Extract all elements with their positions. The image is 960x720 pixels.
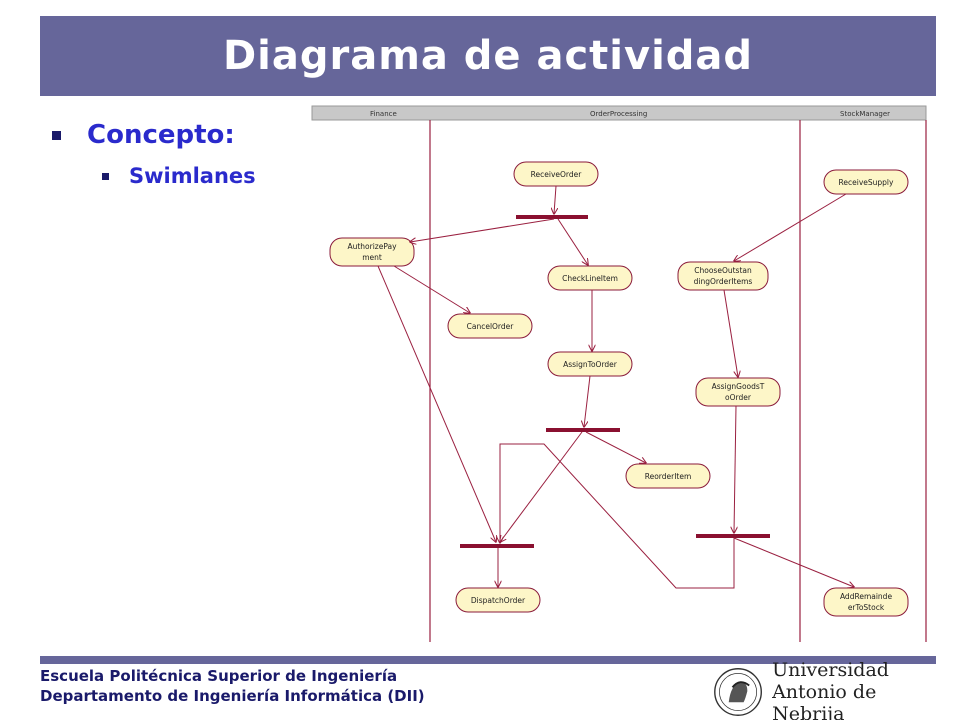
- footer-text: Escuela Politécnica Superior de Ingenier…: [40, 666, 425, 706]
- activity-label: CheckLineItem: [562, 274, 618, 283]
- activity-label: ReceiveSupply: [839, 178, 894, 187]
- portrait-seal-icon: [714, 668, 762, 716]
- university-logo: Universidad Antonio de Nebrija: [712, 659, 942, 720]
- fork-bar-assign: [546, 428, 620, 432]
- flow-arrow: [734, 193, 847, 261]
- flow-arrow: [500, 431, 583, 542]
- lane-label-stockmanager: StockManager: [840, 110, 890, 118]
- title-bar: Diagrama de actividad: [40, 16, 936, 96]
- activity-label: dingOrderItems: [694, 277, 753, 286]
- bullet-square-icon: [102, 172, 109, 180]
- activity-label: CancelOrder: [467, 322, 515, 331]
- bullet-main-label: Concepto:: [87, 120, 235, 150]
- flow-arrow: [557, 218, 588, 265]
- activity-label: ReorderItem: [645, 472, 692, 481]
- logo-text: Universidad Antonio de Nebrija: [772, 659, 942, 720]
- activity-authorize-payment: [329, 237, 415, 267]
- footer-school: Escuela Politécnica Superior de Ingenier…: [40, 667, 398, 685]
- flow-arrow: [584, 375, 591, 427]
- activity-diagram-svg: Finance OrderProcessing StockManager Rec…: [311, 105, 927, 642]
- activity-label: oOrder: [725, 393, 752, 402]
- activity-choose-outstanding: [677, 261, 769, 291]
- activity-reorder-item: [625, 463, 711, 489]
- activity-dispatch-order: [455, 587, 541, 613]
- activity-label: ChooseOutstan: [694, 266, 752, 275]
- bullet-item-swimlanes: Swimlanes: [102, 164, 256, 188]
- swimlane-header: [311, 105, 927, 121]
- activity-receive-supply: [823, 169, 909, 195]
- activity-label: AssignGoodsT: [712, 382, 765, 391]
- activity-label: DispatchOrder: [471, 596, 526, 605]
- fork-bar-receive: [516, 215, 588, 219]
- activity-label: AddRemainde: [840, 592, 893, 601]
- flow-arrow: [393, 265, 470, 313]
- bullet-list: Concepto: Swimlanes: [52, 120, 256, 188]
- bullet-square-icon: [52, 130, 61, 140]
- activity-cancel-order: [447, 313, 533, 339]
- flow-arrow-loop: [500, 443, 735, 589]
- flow-arrow: [733, 537, 854, 587]
- footer-department: Departamento de Ingeniería Informática (…: [40, 687, 425, 705]
- flow-arrow: [585, 431, 646, 463]
- activity-label: ReceiveOrder: [531, 170, 583, 179]
- flow-arrow: [723, 289, 738, 377]
- activity-diagram: Finance OrderProcessing StockManager Rec…: [310, 104, 930, 648]
- join-bar-dispatch: [460, 544, 534, 548]
- logo-line-1: Universidad: [772, 659, 889, 681]
- logo-line-2: Antonio de Nebrija: [772, 681, 877, 720]
- activity-label: AssignToOrder: [563, 360, 618, 369]
- activity-label: erToStock: [848, 603, 885, 612]
- bullet-item-concepto: Concepto:: [52, 120, 256, 150]
- fork-bar-goods: [696, 534, 770, 538]
- slide-title: Diagrama de actividad: [222, 33, 754, 79]
- flow-arrow: [734, 405, 736, 533]
- activity-label: AuthorizePay: [347, 242, 397, 251]
- activity-label: ment: [362, 253, 382, 262]
- activity-check-line-item: [547, 265, 633, 291]
- flow-arrow: [377, 265, 496, 542]
- flow-arrow: [554, 185, 556, 214]
- activity-add-remainder: [823, 587, 909, 617]
- lane-label-finance: Finance: [370, 110, 397, 118]
- lane-label-orderprocessing: OrderProcessing: [590, 110, 647, 118]
- bullet-sub-label: Swimlanes: [129, 164, 256, 188]
- footer-bar: [40, 656, 936, 664]
- flow-arrow: [410, 218, 555, 242]
